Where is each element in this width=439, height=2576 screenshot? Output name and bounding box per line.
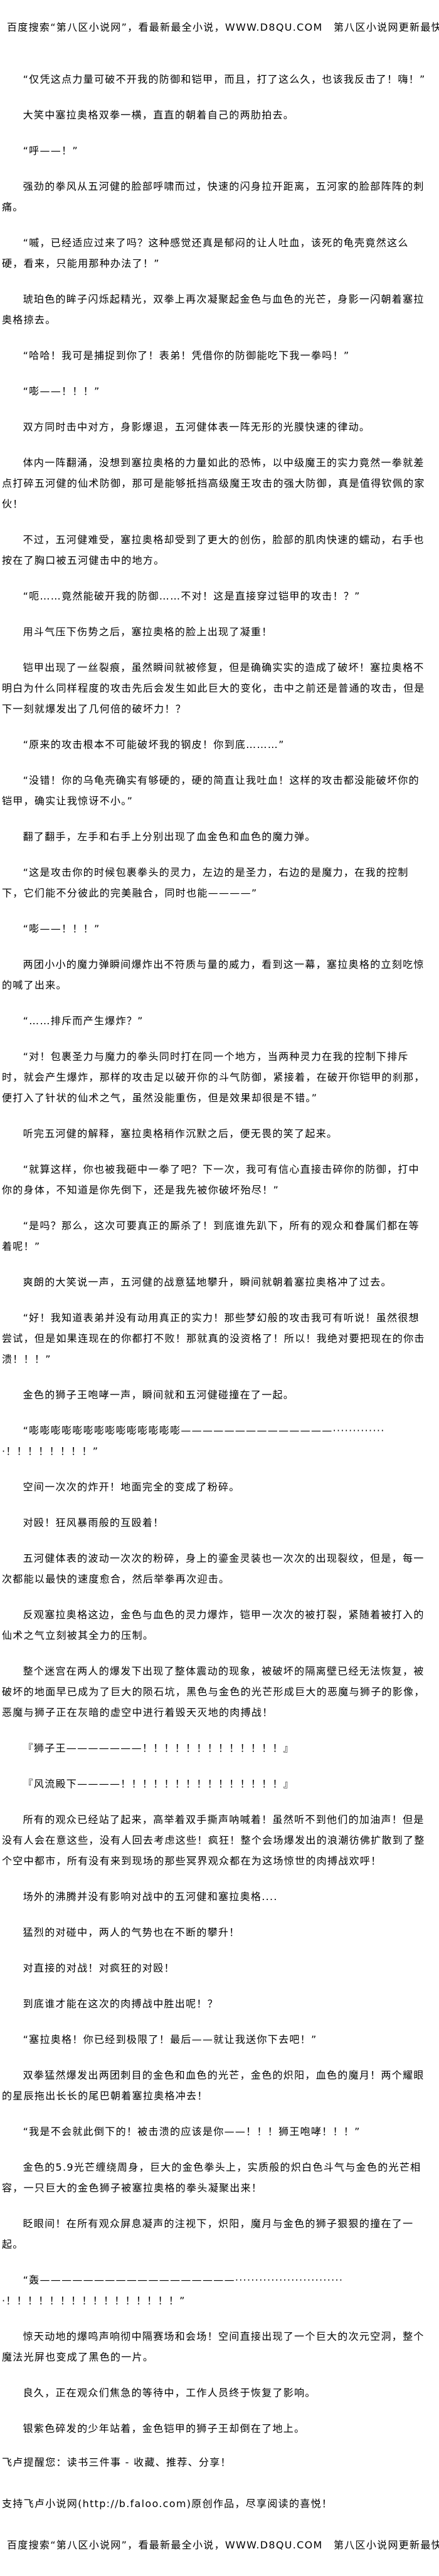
paragraph: 爽朗的大笑说一声，五河健的战意猛地攀升，瞬间就朝着塞拉奥格冲了过去。 (23, 1276, 392, 1288)
paragraph: “仅凭这点力量可破不开我的防御和铠甲，而且，打了这么久，也该我反击了！嗨！” (23, 73, 426, 85)
paragraph: 听完五河健的解释，塞拉奥格稍作沉默之后，便无畏的笑了起来。 (23, 1128, 338, 1140)
paragraph: 金色的5.9光芒缠绕周身，巨大的金色拳头上，实质般的炽白色斗气与金色的光芒相容，… (2, 2161, 421, 2194)
paragraph: 琥珀色的眸子闪烁起精光，双拳上再次凝聚起金色与血色的光芒，身影一闪朝着塞拉奥格掠… (2, 293, 425, 326)
site-banner-bottom: 百度搜索“第八区小说网”，看最新最全小说，WWW.D8QU.COM 第八区小说网… (7, 2539, 439, 2551)
paragraph: “塞拉奥格！你已经到极限了！最后——就让我送你下去吧！” (23, 2033, 317, 2045)
paragraph: 两团小小的魔力弹瞬间爆炸出不符质与量的威力，看到这一幕，塞拉奥格的立刻吃惊的喊了… (2, 958, 425, 991)
paragraph: 金色的狮子王咆哮一声，瞬间就和五河健碰撞在了一起。 (23, 1389, 295, 1401)
paragraph: “是吗？那么，这次可要真正的厮杀了！到底谁先趴下，所有的观众和眷属们都在等着呢！… (2, 1220, 420, 1252)
paragraph: 大笑中塞拉奥格双拳一横，直直的朝着自己的两肋拍去。 (23, 109, 295, 121)
paragraph: 铠甲出现了一丝裂痕，虽然瞬间就被修复，但是确确实实的造成了破坏！塞拉奥格不明白为… (2, 662, 425, 715)
paragraph: 双拳猛然爆发出两团刺目的金色和血色的光芒，金色的炽阳，血色的魔月！两个耀眼的星辰… (2, 2069, 425, 2102)
paragraph: “对！包裹圣力与魔力的拳头同时打在同一个地方，当两种灵力在我的控制下排斥时，就会… (2, 1051, 425, 1104)
site-banner-top: 百度搜索“第八区小说网”，看最新最全小说，WWW.D8QU.COM 第八区小说网… (7, 21, 439, 33)
paragraph: “没错！你的乌龟壳确实有够硬的，硬的简直让我吐血！这样的攻击都没能破坏你的铠甲，… (2, 774, 420, 807)
paragraph: 银紫色碎发的少年站着，金色铠甲的狮子王却倒在了地上。 (23, 2423, 305, 2434)
paragraph: 『风流殿下————！！！！！！！！！！！！！！！』 (23, 1778, 295, 1790)
paragraph: “嘭嘭嘭嘭嘭嘭嘭嘭嘭嘭嘭嘭嘭嘭——————————————···········… (2, 1425, 385, 1457)
paragraph: 用斗气压下伤势之后，塞拉奥格的脸上出现了凝重！ (23, 626, 273, 638)
paragraph: “嘁，已经适应过来了吗？这种感觉还真是郁闷的让人吐血，该死的龟壳竟然这么硬，看来… (2, 237, 409, 269)
paragraph: “轰——————————————————····················… (2, 2274, 344, 2307)
support-notice: 支持飞卢小说网(http://b.faloo.com)原创作品，尽享阅读的喜悦！ (2, 2498, 333, 2510)
paragraph: 场外的沸腾并没有影响对战中的五河健和塞拉奥格.... (23, 1891, 278, 1903)
paragraph: 良久，正在观众们焦急的等待中，工作人员终于恢复了影响。 (23, 2387, 316, 2399)
paragraph: 翻了翻手，左手和右手上分别出现了血金色和血色的魔力弹。 (23, 831, 316, 843)
paragraph: 对直接的对战！对疯狂的对殴！ (23, 1962, 175, 1974)
paragraph: 对殴！狂风暴雨般的互殴着！ (23, 1517, 164, 1529)
chapter-footer: 飞卢提醒您：读书三件事 - 收藏、推荐、分享！ 支持飞卢小说网(http://b… (2, 2452, 439, 2576)
paragraph: 不过，五河健难受，塞拉奥格却受到了更大的创伤，脸部的肌肉快速的蠕动，右手也按在了… (2, 534, 425, 566)
paragraph: 整个迷宫在两人的爆发下出现了整体震动的现象，被破坏的隔离壁已经无法恢复，被破坏的… (2, 1665, 425, 1718)
paragraph: 所有的观众已经站了起来，高举着双手撕声呐喊着！虽然听不到他们的加油声！但是没有人… (2, 1814, 425, 1867)
paragraph: 到底谁才能在这次的肉搏战中胜出呢！？ (23, 1998, 218, 2010)
paragraph: 猛烈的对碰中，两人的气势也在不断的攀升！ (23, 1926, 240, 1938)
paragraph: 反观塞拉奥格这边，金色与血色的灵力爆炸，铠甲一次次的被打裂，紧随着被打入的仙术之… (2, 1609, 425, 1641)
paragraph: 惊天动地的爆鸣声响彻中隔赛场和会场！空间直接出现了一个巨大的次元空洞，整个魔法光… (2, 2330, 425, 2363)
paragraph: “呼——！” (23, 145, 78, 157)
paragraph: “呃……竟然能破开我的防御……不对！这是直接穿过铠甲的攻击！？” (23, 590, 361, 602)
paragraph: 五河健体表的波动一次次的粉碎，身上的鎏金灵装也一次次的出现裂纹，但是，每一次都能… (2, 1552, 425, 1585)
reading-reminder: 飞卢提醒您：读书三件事 - 收藏、推荐、分享！ (2, 2456, 231, 2468)
paragraph: “我是不会就此倒下的！被击溃的应该是你——！！！狮王咆哮！！！” (23, 2126, 361, 2137)
paragraph: “嘭——！！！” (23, 923, 100, 935)
chapter-body: “仅凭这点力量可破不开我的防御和铠甲，而且，打了这么久，也该我反击了！嗨！” 大笑… (2, 69, 427, 2454)
paragraph: 眨眼间！在所有观众屏息凝声的注视下，炽阳，魔月与金色的狮子狠狠的撞在了一起。 (2, 2218, 414, 2250)
paragraph: “哈哈！我可是捕捉到你了！表弟！凭借你的防御能吃下我一拳吗！” (23, 350, 350, 361)
paragraph: 强劲的拳风从五河健的脸部呼啸而过，快速的闪身拉开距离，五河家的脸部阵阵的刺痛。 (2, 180, 425, 213)
paragraph: 空间一次次的炸开！地面完全的变成了粉碎。 (23, 1481, 240, 1493)
paragraph: “就算这样，你也被我砸中一拳了吧？下一次，我可有信心直接击碎你的防御，打中你的身… (2, 1163, 420, 1196)
paragraph: “这是攻击你的时候包裹拳头的灵力，左边的是圣力，右边的是魔力，在我的控制下，它们… (2, 866, 409, 899)
paragraph: “嘭——！！！” (23, 385, 100, 397)
paragraph: 双方同时击中对方，身影爆退，五河健体表一阵无形的光膜快速的律动。 (23, 421, 371, 433)
paragraph: “好！我知道表弟并没有动用真正的实力！那些梦幻般的攻击我可有听说！虽然很想尝试，… (2, 1312, 425, 1365)
paragraph: 体内一阵翻涌，没想到塞拉奥格的力量如此的恐怖，以中级魔王的实力竟然一拳就差点打碎… (2, 457, 425, 510)
paragraph: 『狮子王———————！！！！！！！！！！！！！』 (23, 1742, 295, 1754)
paragraph: “……排斥而产生爆炸？” (23, 1015, 144, 1027)
paragraph: “原来的攻击根本不可能破坏我的钢皮！你到底………” (23, 739, 285, 750)
